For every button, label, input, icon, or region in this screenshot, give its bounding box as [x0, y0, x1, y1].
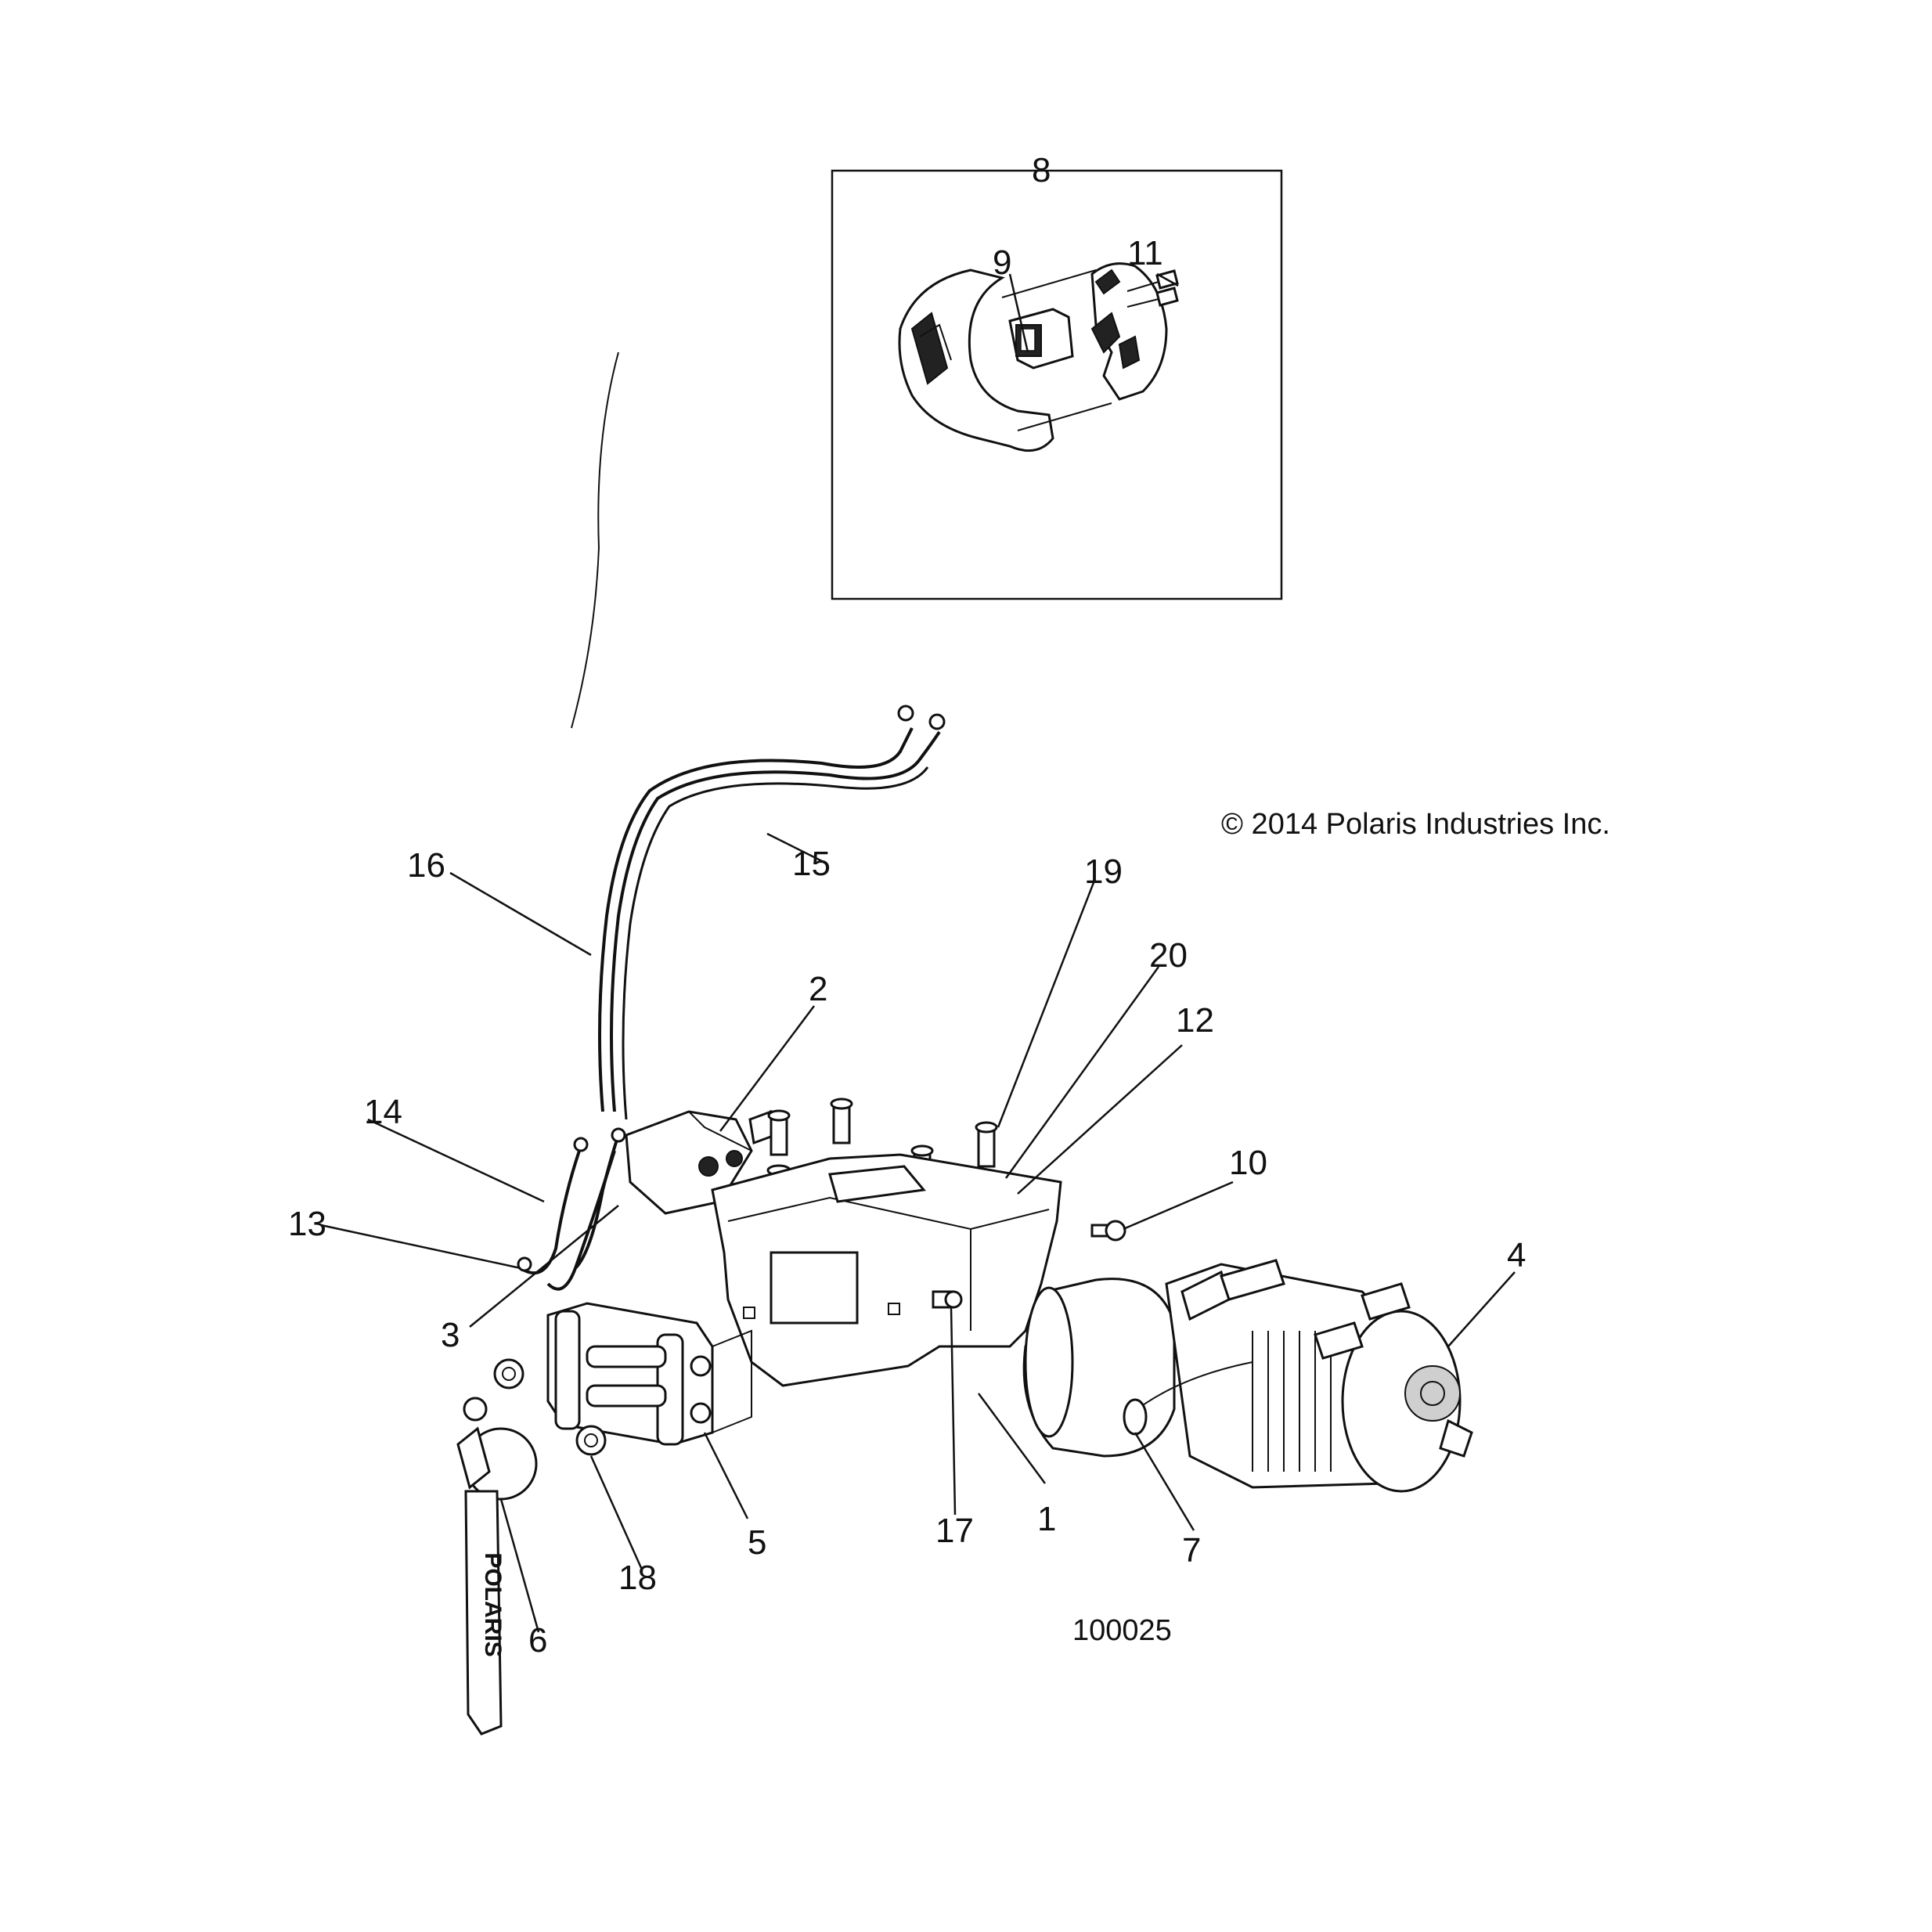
callout-6: 6: [528, 1621, 547, 1660]
inset-kit-box: [831, 169, 1283, 600]
strap-brand-text: POLARIS: [480, 1552, 506, 1656]
callout-13: 13: [288, 1205, 326, 1243]
plug-connector: [1008, 308, 1074, 369]
callout-2: 2: [809, 970, 827, 1008]
callout-8: 8: [1032, 151, 1051, 189]
bolt-d: [767, 1109, 791, 1156]
callout-7: 7: [1182, 1531, 1201, 1570]
callout-5: 5: [748, 1523, 766, 1562]
nut-18: [575, 1425, 607, 1456]
bolt-17: [932, 1290, 963, 1309]
bolt-c: [975, 1121, 998, 1168]
copyright-text: © 2014 Polaris Industries Inc.: [1221, 808, 1610, 841]
connector-housing-left: [898, 269, 1054, 452]
connector-clamp-right: [1090, 262, 1168, 401]
callout-1: 1: [1037, 1500, 1056, 1538]
roller-fairlead: [493, 1302, 752, 1456]
callout-12: 12: [1176, 1001, 1214, 1040]
callout-16: 16: [407, 846, 445, 885]
callout-3: 3: [441, 1316, 460, 1354]
short-leads: [517, 1127, 626, 1291]
callout-15: 15: [792, 845, 831, 883]
bolt-10: [1090, 1220, 1126, 1242]
callout-20: 20: [1149, 936, 1188, 975]
callout-18: 18: [618, 1559, 657, 1597]
callout-4: 4: [1507, 1236, 1526, 1274]
callout-17: 17: [935, 1512, 974, 1550]
winch-mount-plate: [711, 1153, 1062, 1387]
nut-left: [493, 1358, 524, 1390]
power-cables: [571, 351, 946, 1120]
callout-numbers: 8 9 11 15 16 2 19 20 12 10 14 13 3 4 1 7…: [288, 151, 1526, 1660]
screw-lower: [1126, 287, 1179, 308]
callout-14: 14: [364, 1093, 402, 1131]
figure-number: 100025: [1072, 1614, 1172, 1647]
hook-and-strap: POLARIS: [456, 1397, 538, 1736]
leader-lines: [320, 272, 1516, 1633]
callout-19: 19: [1084, 852, 1123, 891]
winch-assembly: [1022, 1259, 1473, 1493]
bolt-a: [830, 1098, 853, 1144]
callout-11: 11: [1127, 234, 1163, 272]
callout-10: 10: [1229, 1144, 1267, 1182]
callout-9: 9: [993, 243, 1011, 282]
cable-drum: [1252, 1331, 1332, 1472]
